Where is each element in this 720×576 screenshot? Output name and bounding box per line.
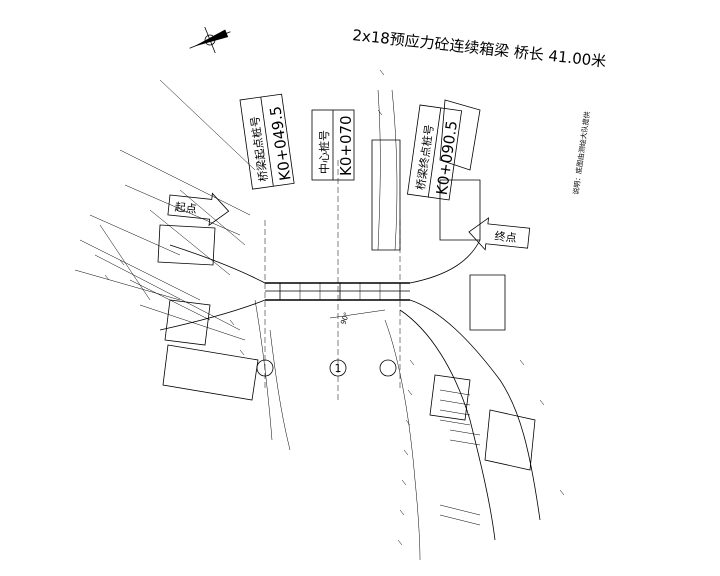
station-center-value: K0+070 (337, 115, 355, 176)
end-label: 终点 (494, 229, 517, 245)
buildings-left (157, 224, 259, 401)
site-boundary-lines (74, 79, 256, 341)
station-end-value: K0+090.5 (433, 119, 461, 196)
station-label-start: 桥梁起点桩号 K0+049.5 (239, 93, 295, 190)
road-right (377, 89, 541, 561)
station-end-caption: 桥梁终点桩号 (413, 124, 436, 191)
abutment-marker-right (379, 359, 397, 377)
start-label: 起点 (174, 201, 197, 216)
survey-points (104, 69, 565, 546)
abutment-marker-left (256, 359, 274, 377)
station-start-value: K0+049.5 (266, 105, 294, 182)
bridge-deck (265, 282, 410, 301)
station-label-end: 桥梁终点桩号 K0+090.5 (407, 104, 463, 201)
station-start-caption: 桥梁起点桩号 (247, 115, 270, 182)
parking-marks (439, 389, 481, 526)
drawing-title: 2x18预应力砼连续箱梁 桥长 41.00米 (352, 26, 607, 71)
angle-label: 90° (339, 311, 351, 325)
station-label-center: 中心桩号 K0+070 (311, 109, 355, 181)
drawing-note: 说明：底图由测绘大队提供 (571, 111, 592, 195)
pier-marker-center (329, 359, 347, 377)
pier-number-label: 1 (335, 362, 342, 375)
north-arrow-icon (189, 26, 231, 54)
station-center-caption: 中心桩号 (317, 130, 331, 174)
end-arrow: 终点 (468, 217, 531, 251)
start-arrow: 起点 (167, 192, 230, 227)
road-left (159, 244, 291, 451)
